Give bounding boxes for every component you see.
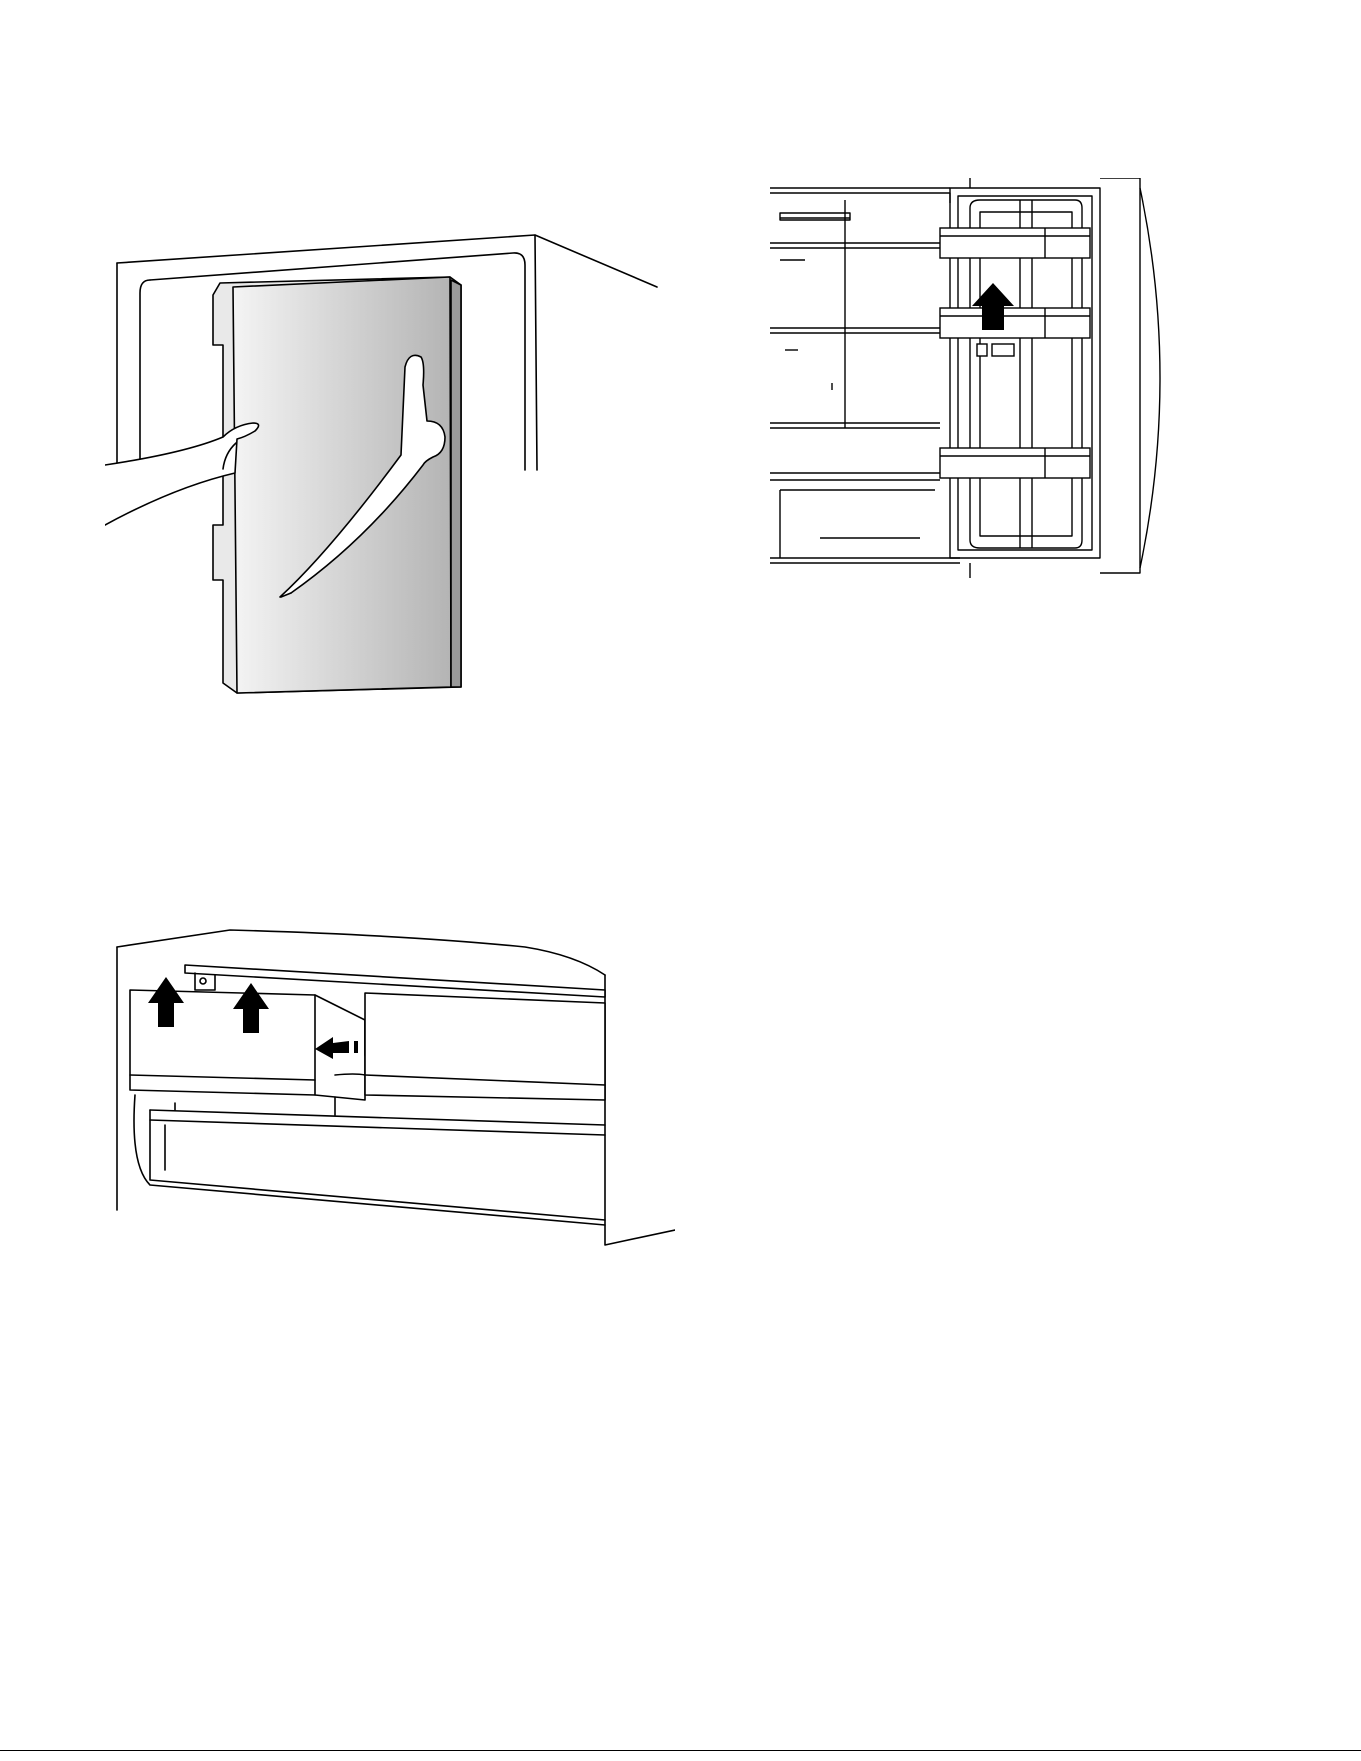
- footer-rule: [0, 1750, 1361, 1751]
- door-bin-figure: [770, 178, 1190, 618]
- panel-removal-figure: [105, 225, 675, 725]
- drawer-cover-figure: [105, 925, 675, 1255]
- door-bins: [940, 228, 1090, 478]
- panel: [213, 277, 461, 693]
- left-arrow-icon: [315, 1037, 349, 1059]
